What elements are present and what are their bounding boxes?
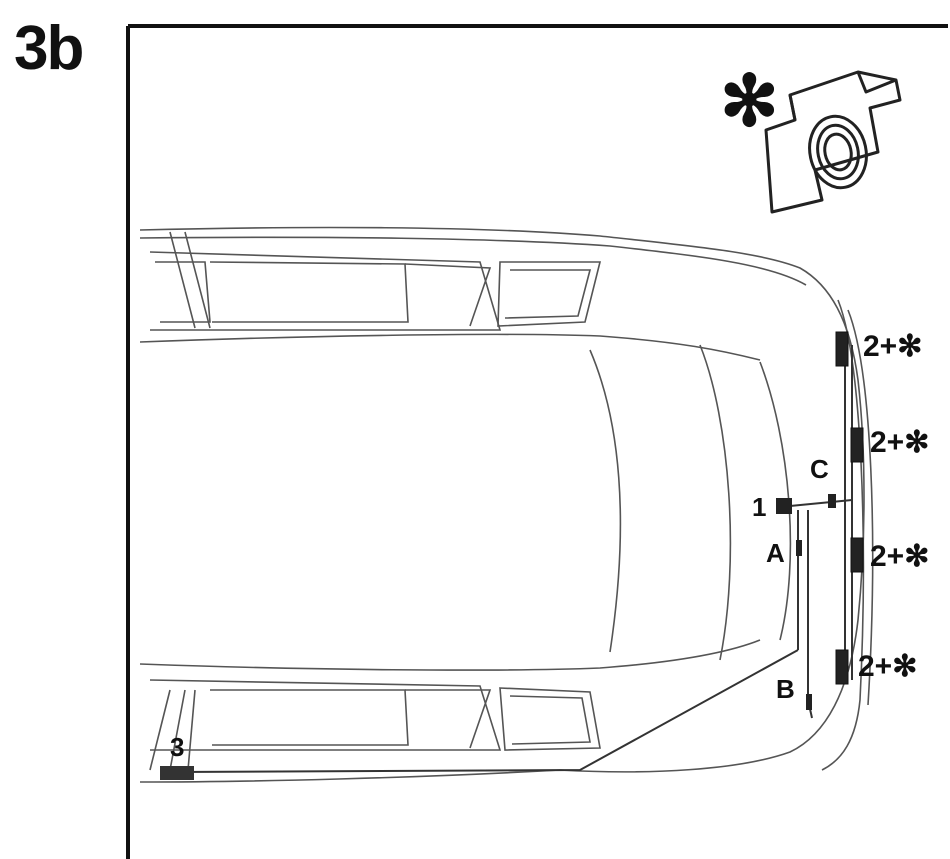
point-a-label: A — [766, 538, 785, 568]
control-unit — [776, 498, 792, 514]
sensor-label-3: 2+✻ — [870, 540, 929, 573]
point-c-label: C — [810, 454, 829, 484]
sensor-bracket-icon — [764, 70, 902, 214]
bumper-sensor-2 — [850, 427, 864, 463]
diagram-frame — [126, 24, 948, 859]
connector-c — [828, 494, 836, 508]
bumper-sensor-4 — [835, 649, 849, 685]
bumper-sensor-3 — [850, 537, 864, 573]
bumper-sensors — [835, 331, 864, 685]
wiring — [174, 345, 853, 773]
figure-number: 3b — [14, 14, 84, 83]
point-b-label: B — [776, 674, 795, 704]
unit-1-label: 1 — [752, 492, 766, 522]
connector-a — [796, 540, 802, 556]
part-3-label: 3 — [170, 732, 184, 762]
bumper-sensor-1 — [835, 331, 849, 367]
sensor-label-2: 2+✻ — [870, 426, 929, 459]
sensor-label-1: 2+✻ — [863, 330, 922, 363]
connector-b — [806, 694, 812, 710]
sensor-label-4: 2+✻ — [858, 650, 917, 683]
part-3-unit — [160, 766, 194, 780]
accessory-marker: ✻ — [720, 62, 779, 140]
